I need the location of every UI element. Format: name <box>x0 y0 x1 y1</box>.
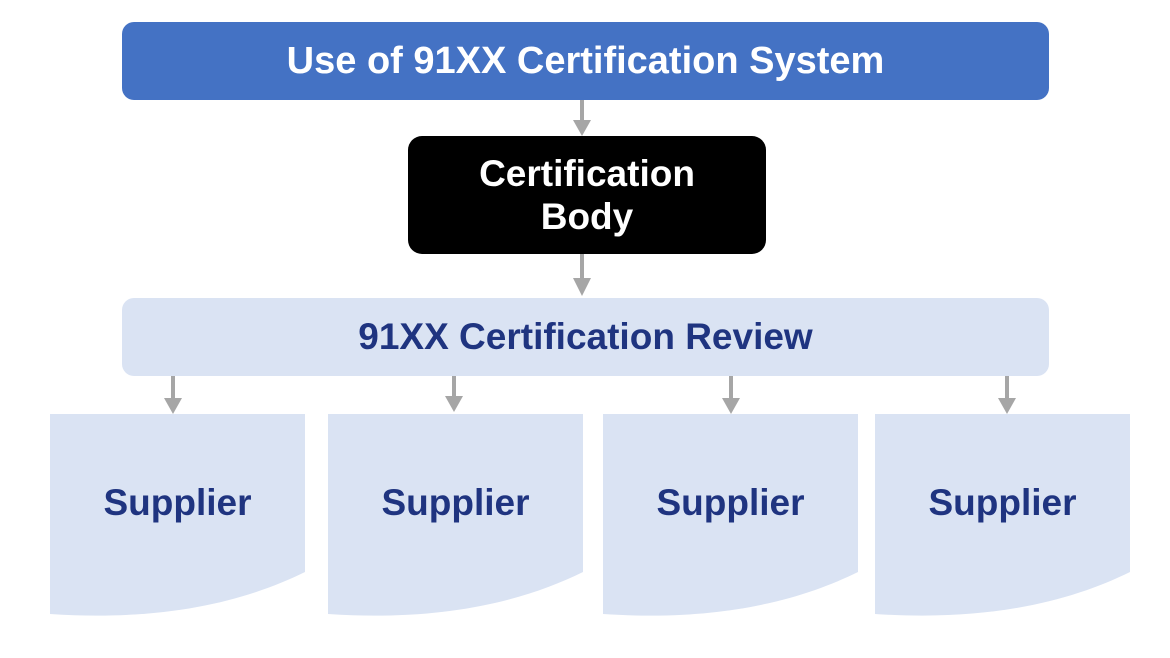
supplier-label-3: Supplier <box>656 482 805 523</box>
supplier-box-2: Supplier <box>328 414 583 622</box>
system-title-box: Use of 91XX Certification System <box>122 22 1049 100</box>
supplier-label-1: Supplier <box>103 482 252 523</box>
arrowhead-5 <box>722 398 740 414</box>
arrowhead-1 <box>573 120 591 136</box>
certification-body-box: Certification Body <box>408 136 766 254</box>
certification-review-label: 91XX Certification Review <box>358 316 813 357</box>
system-title: Use of 91XX Certification System <box>286 39 885 82</box>
arrowhead-6 <box>998 398 1016 414</box>
arrowhead-2 <box>573 278 591 296</box>
certification-review-box: 91XX Certification Review <box>122 298 1049 376</box>
supplier-box-4: Supplier <box>875 414 1130 622</box>
supplier-box-3: Supplier <box>603 414 858 622</box>
certification-body-line-2: Body <box>540 196 634 237</box>
supplier-label-2: Supplier <box>381 482 530 523</box>
supplier-label-4: Supplier <box>928 482 1077 523</box>
arrowhead-4 <box>445 396 463 412</box>
arrowhead-3 <box>164 398 182 414</box>
certification-body-line-1: Certification <box>479 153 695 194</box>
supplier-box-1: Supplier <box>50 414 305 622</box>
